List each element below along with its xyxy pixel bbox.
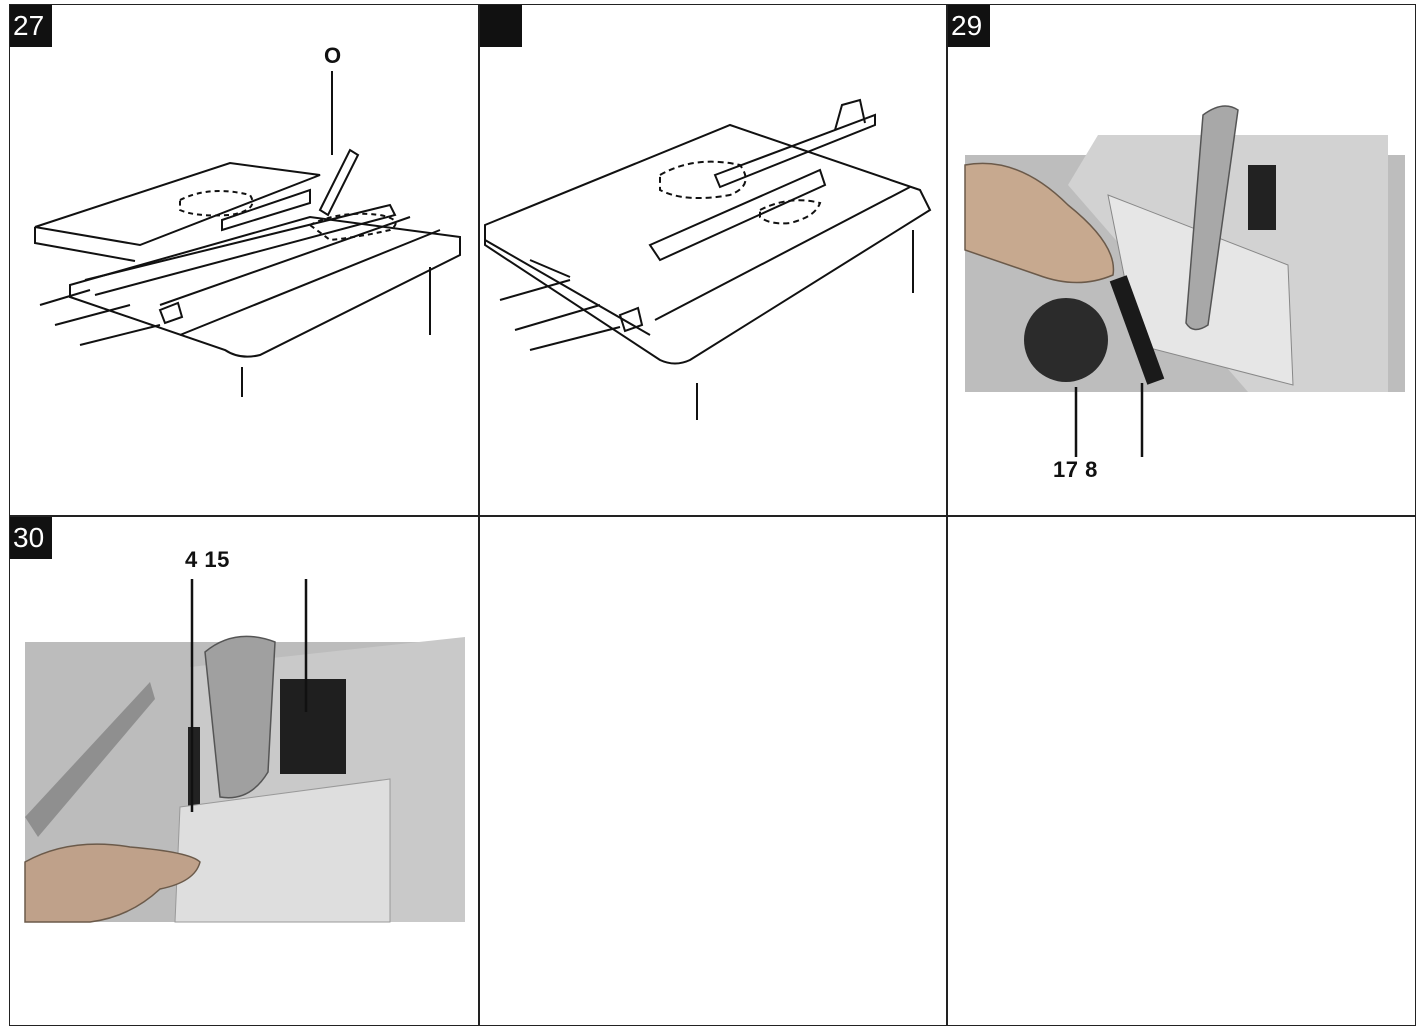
- figure-grid: 27 O: [9, 4, 1416, 1026]
- callout-label: O: [324, 43, 342, 68]
- mitre-gauge-photo: [964, 105, 1405, 457]
- table-saw-rip-fence-illustration: [34, 71, 461, 397]
- figure-panel-28: [480, 5, 946, 515]
- rip-cut-photo: [24, 579, 465, 923]
- figure-panel-27: 27 O: [10, 5, 478, 515]
- figure-panel-30: 30 4 15: [10, 517, 478, 1025]
- callout-label: 4 15: [185, 547, 230, 572]
- figure-panel-empty: [480, 517, 946, 1025]
- figure-panel-empty: [948, 517, 1415, 1025]
- figure-panel-29: 29 17 8: [948, 5, 1415, 515]
- figure-number-badge: [480, 5, 522, 47]
- table-saw-push-stick-illustration: [484, 98, 932, 420]
- figure-number-badge: 27: [10, 5, 52, 47]
- figure-number-badge: 30: [10, 517, 52, 559]
- callout-label: 17 8: [1053, 457, 1098, 482]
- figure-number-badge: 29: [948, 5, 990, 47]
- grid-divider: [10, 515, 1415, 517]
